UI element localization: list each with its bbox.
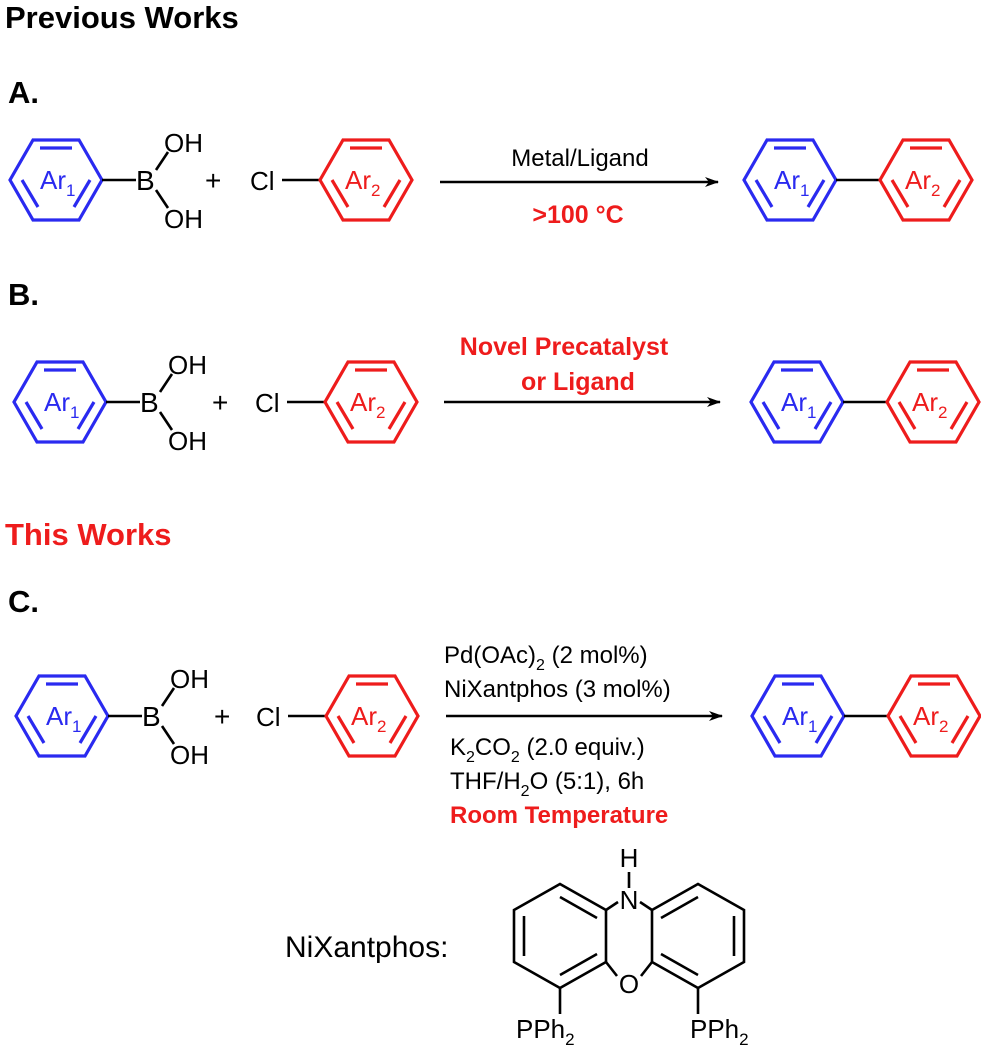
svg-text:OH: OH: [168, 426, 207, 456]
svg-text:OH: OH: [164, 204, 203, 234]
svg-text:Ar2: Ar2: [345, 165, 380, 200]
nixantphos-h-atom: H: [620, 843, 639, 873]
scheme-a-temperature: >100 °C: [532, 201, 623, 229]
svg-text:OH: OH: [170, 664, 209, 694]
scheme-a-plus: +: [205, 165, 221, 196]
svg-text:OH: OH: [170, 740, 209, 770]
svg-text:Ar2: Ar2: [905, 165, 940, 200]
nixantphos-pph2-left: PPh2: [516, 1014, 575, 1047]
svg-text:B: B: [142, 701, 161, 732]
svg-text:Ar1: Ar1: [46, 701, 81, 736]
scheme-b-reagent-line1: Novel Precatalyst: [460, 333, 669, 361]
svg-text:Ar1: Ar1: [44, 387, 79, 422]
heading-this-works: This Works: [5, 517, 172, 552]
nixantphos-structure: [512, 872, 746, 1014]
scheme-c-boronic-acid: Ar1 B OH OH: [14, 664, 209, 770]
svg-text:Cl: Cl: [255, 388, 280, 418]
svg-text:Cl: Cl: [250, 166, 275, 196]
scheme-a-label: A.: [8, 75, 39, 110]
scheme-c-condition-catalyst: Pd(OAc)2 (2 mol%): [444, 642, 648, 674]
scheme-b-plus: +: [212, 387, 228, 418]
nixantphos-n-atom: N: [620, 885, 639, 915]
scheme-b-biaryl-product: Ar1 Ar2: [749, 360, 981, 444]
svg-text:Ar1: Ar1: [781, 387, 816, 422]
scheme-a-reagent: Metal/Ligand: [511, 145, 648, 172]
heading-previous-works: Previous Works: [5, 0, 239, 35]
svg-text:Ar1: Ar1: [782, 701, 817, 736]
scheme-b-boronic-acid: Ar1 B OH OH: [12, 350, 207, 456]
nixantphos-o-atom: O: [619, 969, 639, 999]
nixantphos-caption: NiXantphos:: [285, 931, 448, 964]
svg-text:OH: OH: [164, 128, 203, 158]
scheme-c-condition-solvent: THF/H2O (5:1), 6h: [450, 768, 644, 800]
scheme-c-condition-base: K2CO2 (2.0 equiv.): [450, 734, 645, 766]
scheme-b-reagent-line2: or Ligand: [521, 368, 635, 396]
svg-text:B: B: [136, 165, 155, 196]
svg-text:Ar1: Ar1: [774, 165, 809, 200]
scheme-a-boronic-acid: Ar1 B OH OH: [8, 128, 203, 234]
scheme-c-biaryl-product: Ar1 Ar2: [750, 674, 981, 758]
svg-text:Ar2: Ar2: [351, 701, 386, 736]
svg-text:B: B: [140, 387, 159, 418]
svg-text:Ar2: Ar2: [913, 701, 948, 736]
svg-text:Ar2: Ar2: [350, 387, 385, 422]
scheme-a-biaryl-product: Ar1 Ar2: [742, 138, 974, 222]
scheme-c-plus: +: [214, 701, 230, 732]
svg-text:OH: OH: [168, 350, 207, 380]
scheme-b-label: B.: [8, 277, 39, 312]
scheme-a-aryl-chloride: Cl Ar2: [250, 138, 414, 222]
scheme-c-aryl-chloride: Cl Ar2: [256, 674, 420, 758]
scheme-b-aryl-chloride: Cl Ar2: [255, 360, 419, 444]
scheme-c-condition-ligand: NiXantphos (3 mol%): [444, 676, 671, 703]
svg-text:Ar1: Ar1: [40, 165, 75, 200]
scheme-c-label: C.: [8, 584, 39, 619]
nixantphos-pph2-right: PPh2: [690, 1014, 749, 1047]
svg-text:Cl: Cl: [256, 702, 281, 732]
svg-text:Ar2: Ar2: [912, 387, 947, 422]
scheme-c-condition-temperature: Room Temperature: [450, 802, 668, 829]
